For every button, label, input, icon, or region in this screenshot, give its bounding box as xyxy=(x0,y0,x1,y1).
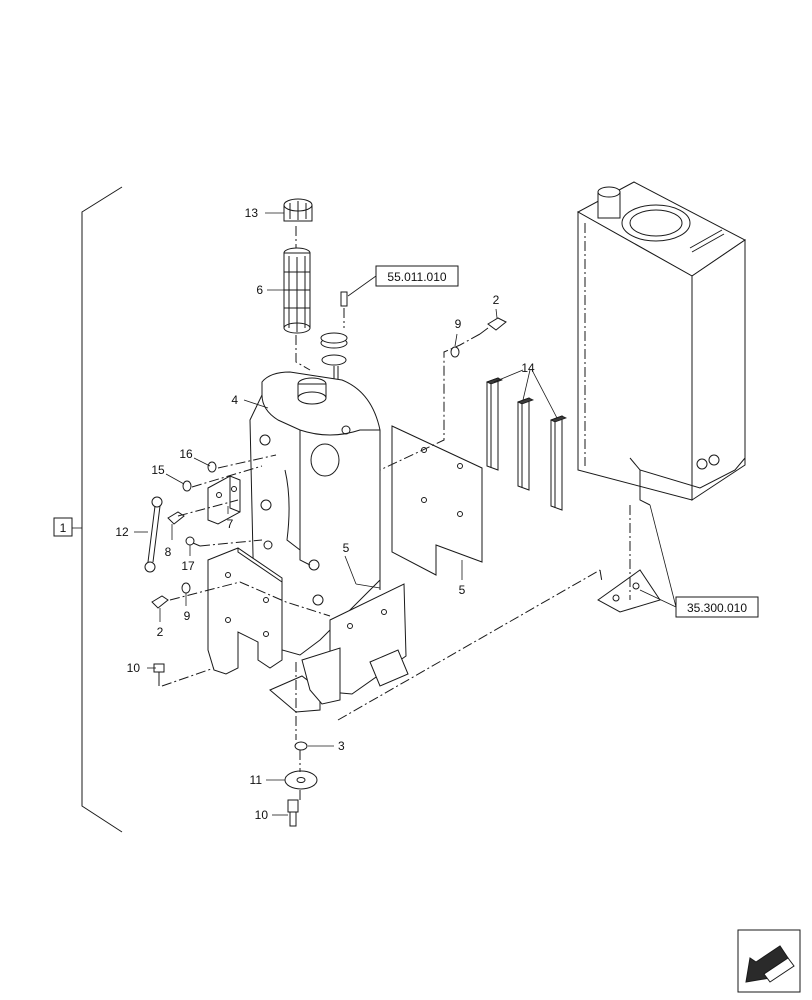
plate-11 xyxy=(284,770,318,790)
strainer xyxy=(283,247,311,334)
o-ring-3 xyxy=(294,741,308,751)
filler-cap xyxy=(283,198,313,222)
label-part-14: 14 xyxy=(521,361,535,375)
hydraulic-tank-reference xyxy=(576,181,746,613)
bolt-10-left xyxy=(153,663,165,686)
label-part-3: 3 xyxy=(338,739,345,753)
group-bracket xyxy=(53,186,123,833)
bolt-17 xyxy=(185,536,201,547)
label-part-15: 15 xyxy=(151,463,165,477)
rubber-pad xyxy=(391,425,483,576)
label-part-6: 6 xyxy=(256,283,263,297)
label-part-2-top: 2 xyxy=(493,293,500,307)
label-part-16: 16 xyxy=(179,447,193,461)
reference-link-top[interactable]: 55.011.010 xyxy=(387,270,446,284)
washer-16 xyxy=(207,461,217,473)
label-part-10-left: 10 xyxy=(127,661,141,675)
label-part-13: 13 xyxy=(245,206,259,220)
leader-lines xyxy=(134,212,677,816)
bolt-2-top xyxy=(479,317,507,335)
label-part-4: 4 xyxy=(231,393,238,407)
washer-9-top xyxy=(450,346,460,358)
label-part-1: 1 xyxy=(60,521,67,535)
mounting-plate-front xyxy=(269,583,409,713)
label-part-2-lower: 2 xyxy=(157,625,164,639)
bolt-8 xyxy=(167,511,185,525)
label-part-9-top: 9 xyxy=(455,317,462,331)
label-part-5-pad: 5 xyxy=(459,583,466,597)
bolt-2-lower xyxy=(151,595,169,609)
label-part-17: 17 xyxy=(181,559,195,573)
label-part-12: 12 xyxy=(115,525,129,539)
small-bracket xyxy=(207,475,241,525)
label-part-8: 8 xyxy=(165,545,172,559)
tie-rod-12 xyxy=(144,496,163,573)
label-part-5-front: 5 xyxy=(343,541,350,555)
washer-15 xyxy=(182,480,192,492)
bolt-10-bottom xyxy=(287,799,299,827)
foam-strips xyxy=(485,377,568,511)
left-support-bracket xyxy=(207,547,283,675)
label-part-11: 11 xyxy=(250,773,263,787)
label-part-9-lower: 9 xyxy=(184,609,191,623)
washer-9-lower xyxy=(181,582,191,594)
label-part-10-bottom: 10 xyxy=(255,808,269,822)
reference-link-right[interactable]: 35.300.010 xyxy=(687,601,747,615)
label-part-7: 7 xyxy=(227,517,234,531)
arrow-back-icon[interactable] xyxy=(737,929,801,993)
